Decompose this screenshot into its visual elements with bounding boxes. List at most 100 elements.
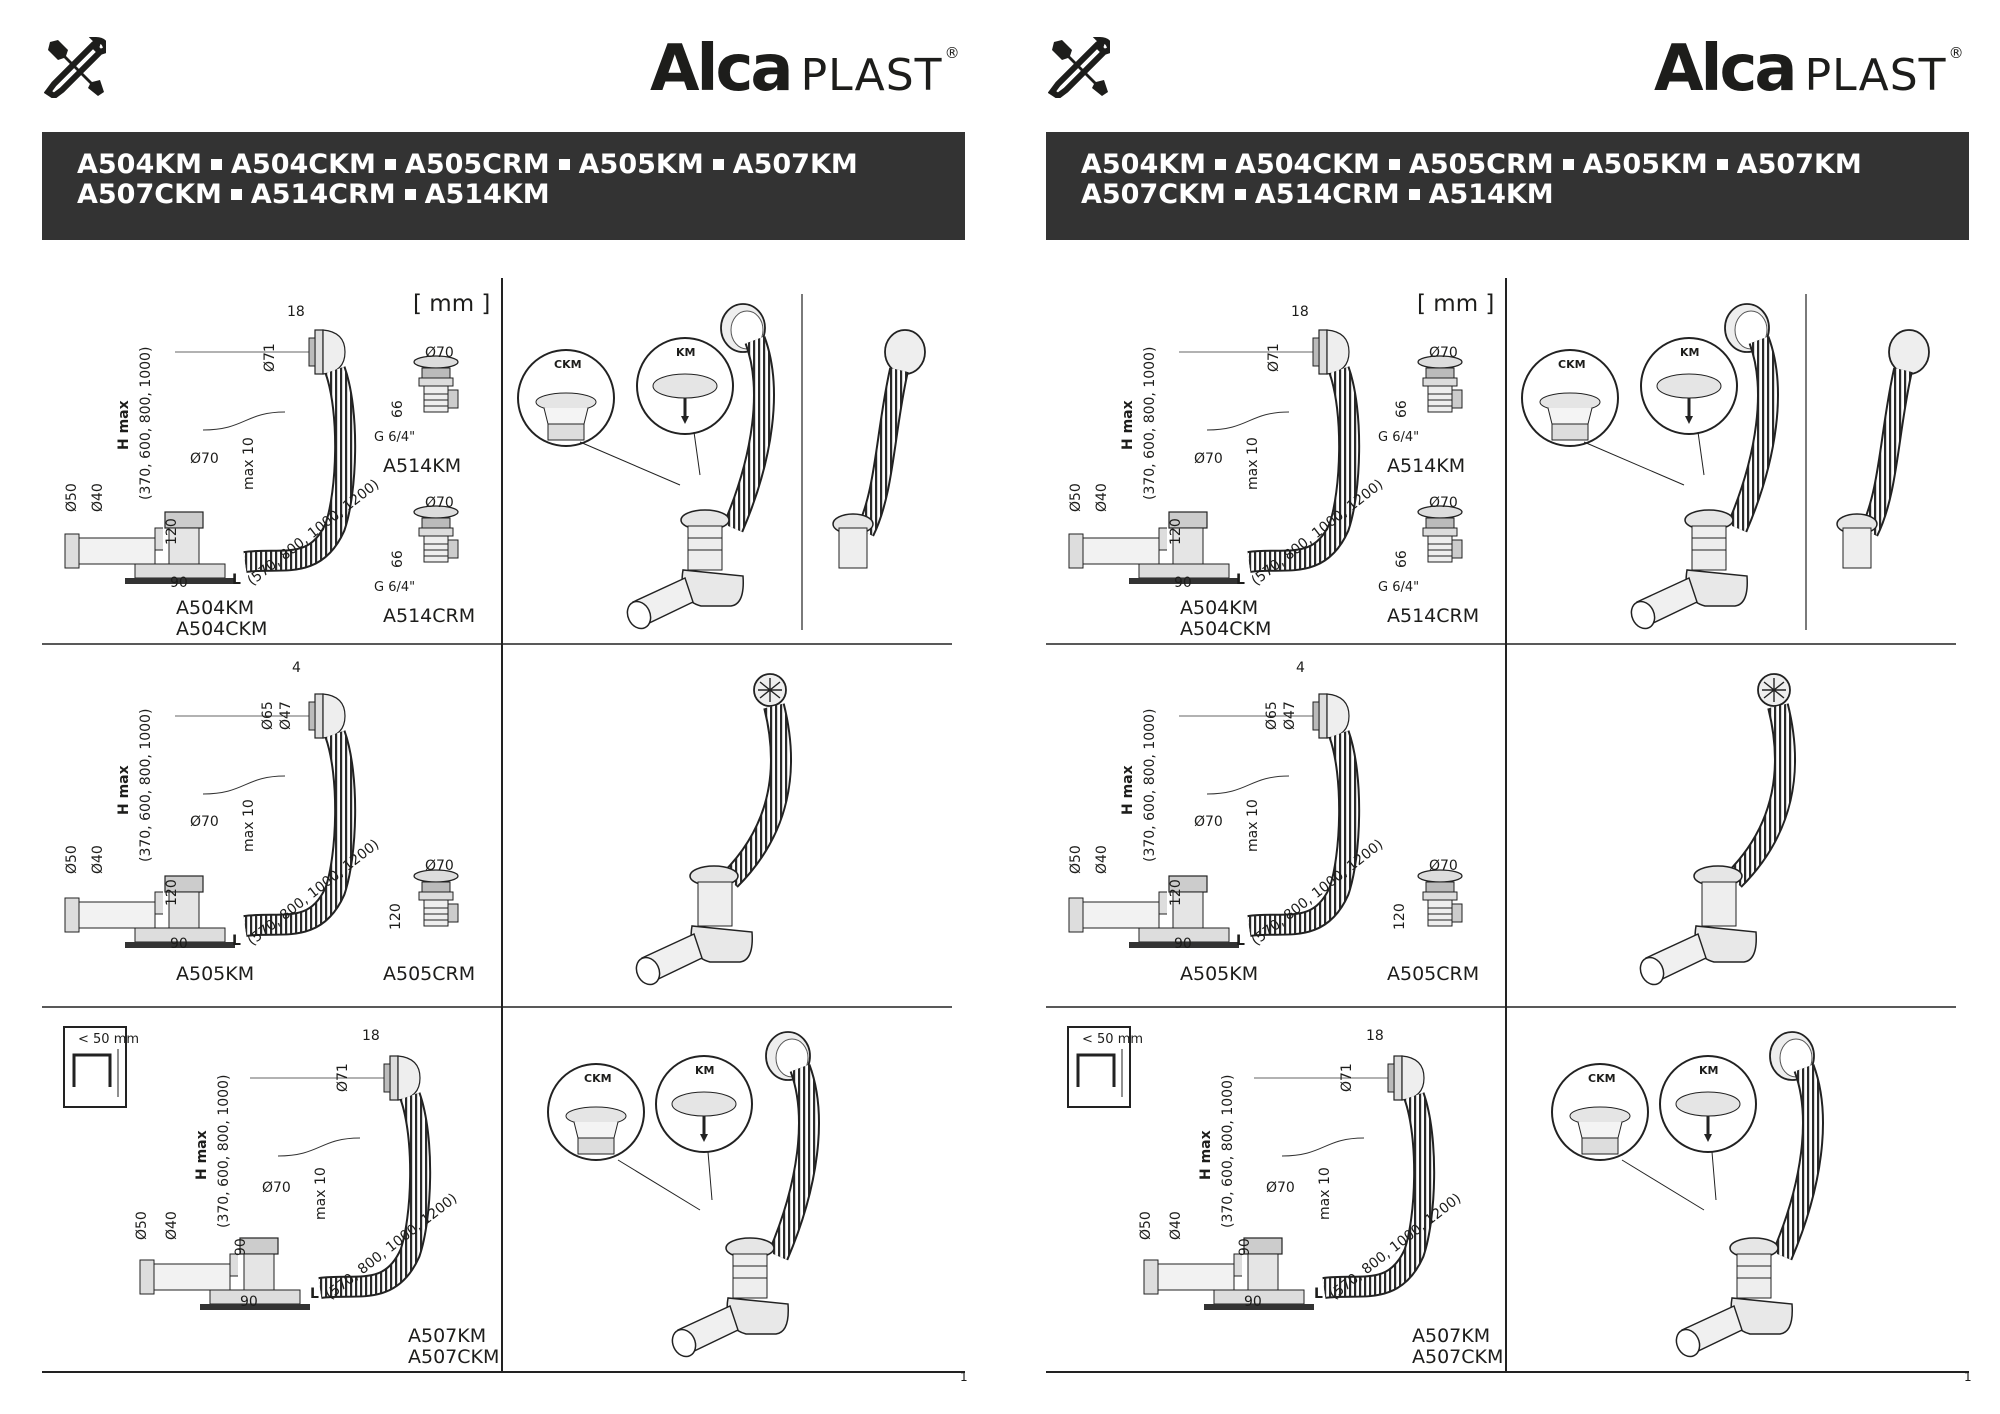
- dim-18: 18: [287, 304, 305, 320]
- svg-text:L: L: [232, 933, 241, 949]
- svg-text:Ø50: Ø50: [134, 1211, 150, 1240]
- svg-text:4: 4: [1296, 660, 1305, 676]
- svg-text:KM: KM: [695, 1064, 714, 1077]
- svg-text:Ø40: Ø40: [164, 1211, 180, 1240]
- svg-text:Ø71: Ø71: [335, 1063, 351, 1092]
- valve-a514km: [413, 355, 459, 413]
- page-number: 1: [1964, 1370, 1972, 1384]
- svg-text:KM: KM: [1699, 1064, 1718, 1077]
- svg-text:Ø71: Ø71: [1266, 343, 1282, 372]
- svg-text:(370, 600, 800, 1000): (370, 600, 800, 1000): [138, 709, 154, 862]
- svg-text:G 6/4": G 6/4": [1378, 580, 1419, 595]
- svg-text:Ø50: Ø50: [64, 845, 80, 874]
- svg-text:Ø70: Ø70: [425, 495, 454, 511]
- caption-a505crm: A505CRM: [383, 963, 476, 985]
- unit-label: [ mm ]: [413, 291, 491, 317]
- svg-text:90: 90: [1237, 1238, 1253, 1256]
- height-icon: [63, 1026, 127, 1108]
- svg-text:G 6/4": G 6/4": [374, 580, 415, 595]
- svg-text:Ø50: Ø50: [1068, 483, 1084, 512]
- svg-text:Ø40: Ø40: [90, 845, 106, 874]
- svg-text:CKM: CKM: [1558, 358, 1586, 371]
- svg-text:90: 90: [233, 1238, 249, 1256]
- valve-a514crm: [413, 505, 459, 563]
- svg-text:Ø70: Ø70: [1429, 495, 1458, 511]
- svg-text:KM: KM: [1680, 346, 1699, 359]
- svg-text:max 10: max 10: [241, 799, 257, 852]
- svg-text:KM: KM: [676, 346, 695, 359]
- svg-text:Ø65: Ø65: [260, 701, 276, 730]
- svg-text:Ø70: Ø70: [1429, 345, 1458, 361]
- caption-a505km: A505KM: [1180, 963, 1259, 985]
- svg-text:90: 90: [170, 936, 188, 952]
- svg-text:Ø70: Ø70: [262, 1180, 291, 1196]
- svg-text:120: 120: [388, 903, 404, 930]
- drawings-area: 18 Ø71 H max (370, 600, 800, 1000) Ø70 m…: [42, 278, 965, 1373]
- svg-text:Ø70: Ø70: [1429, 858, 1458, 874]
- unit-label: [ mm ]: [1417, 291, 1495, 317]
- svg-text:< 50 mm: < 50 mm: [1082, 1032, 1143, 1047]
- svg-text:Ø40: Ø40: [1094, 483, 1110, 512]
- caption-a514crm: A514CRM: [383, 605, 476, 627]
- dim-50: Ø50: [64, 483, 80, 512]
- svg-text:120: 120: [164, 879, 180, 906]
- dim-70: Ø70: [190, 451, 219, 467]
- dim-71: Ø71: [262, 343, 278, 372]
- svg-text:(370, 600, 800, 1000): (370, 600, 800, 1000): [216, 1075, 232, 1228]
- svg-text:66: 66: [1394, 550, 1410, 568]
- svg-text:max 10: max 10: [313, 1167, 329, 1220]
- svg-text:CKM: CKM: [1588, 1072, 1616, 1085]
- svg-text:90: 90: [1244, 1294, 1262, 1310]
- svg-text:H max: H max: [194, 1130, 210, 1180]
- assembly-3d-a514: [832, 329, 926, 569]
- svg-text:L: L: [1314, 1286, 1323, 1302]
- label-L: L: [232, 572, 241, 588]
- svg-text:Ø47: Ø47: [1282, 701, 1298, 730]
- svg-text:max 10: max 10: [1245, 799, 1261, 852]
- svg-text:(570, 800, 1000, 1200): (570, 800, 1000, 1200): [1249, 837, 1387, 950]
- svg-text:Ø70: Ø70: [1266, 1180, 1295, 1196]
- label-hvals: (370, 600, 800, 1000): [138, 347, 154, 500]
- svg-text:Ø65: Ø65: [1264, 701, 1280, 730]
- svg-text:Ø50: Ø50: [1068, 845, 1084, 874]
- svg-text:Ø40: Ø40: [1168, 1211, 1184, 1240]
- svg-text:L: L: [1236, 572, 1245, 588]
- svg-text:18: 18: [362, 1028, 380, 1044]
- page-number: 1: [960, 1370, 968, 1384]
- dim-40: Ø40: [90, 483, 106, 512]
- svg-text:(370, 600, 800, 1000): (370, 600, 800, 1000): [1142, 709, 1158, 862]
- svg-text:66: 66: [390, 400, 406, 418]
- dim-120: 120: [164, 518, 180, 545]
- svg-text:Ø40: Ø40: [1094, 845, 1110, 874]
- svg-text:Ø70: Ø70: [1194, 814, 1223, 830]
- svg-text:Ø71: Ø71: [1339, 1063, 1355, 1092]
- svg-text:CKM: CKM: [584, 1072, 612, 1085]
- caption-a505crm: A505CRM: [1387, 963, 1480, 985]
- svg-text:Ø47: Ø47: [278, 701, 294, 730]
- label-lt50: < 50 mm: [78, 1032, 139, 1047]
- svg-text:120: 120: [1168, 879, 1184, 906]
- dim-90: 90: [170, 575, 188, 591]
- svg-text:Ø70: Ø70: [190, 814, 219, 830]
- caption-a505km: A505KM: [176, 963, 255, 985]
- svg-text:90: 90: [1174, 936, 1192, 952]
- svg-text:(570, 800, 1000, 1200): (570, 800, 1000, 1200): [245, 837, 383, 950]
- svg-text:H max: H max: [1120, 400, 1136, 450]
- label-hmax: H max: [116, 400, 132, 450]
- svg-text:max 10: max 10: [1317, 1167, 1333, 1220]
- svg-text:G 6/4": G 6/4": [1378, 430, 1419, 445]
- drawings-area: 18 Ø71 H max (370, 600, 800, 1000) Ø70 m…: [1046, 278, 1969, 1373]
- svg-text:90: 90: [1174, 575, 1192, 591]
- svg-text:G 6/4": G 6/4": [374, 430, 415, 445]
- svg-text:4: 4: [292, 660, 301, 676]
